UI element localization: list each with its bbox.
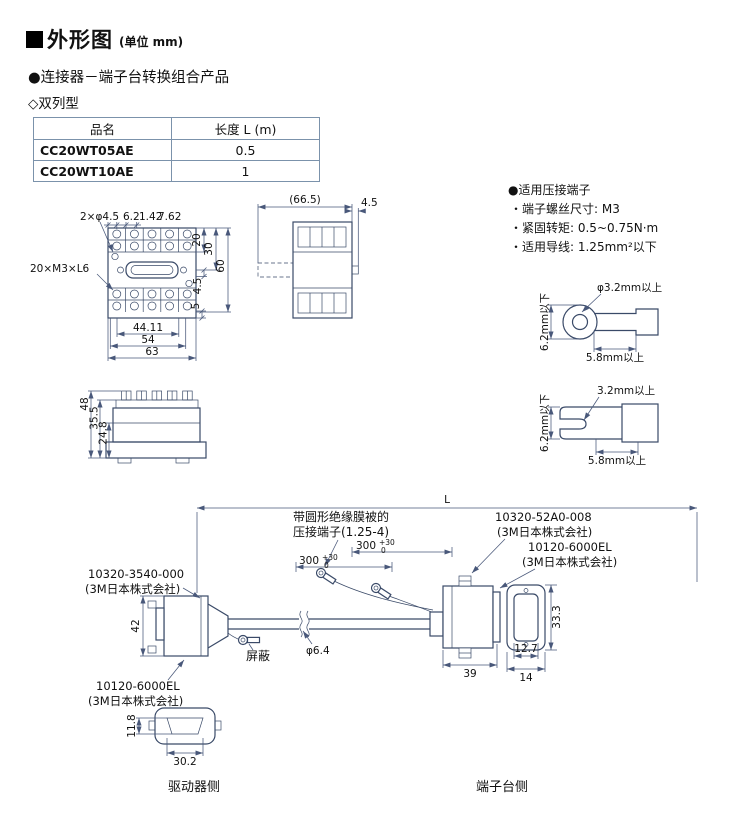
mounting-hole [185,279,193,288]
dim-6-2: 6.2 [123,211,140,223]
dsub-connector [125,261,179,279]
crimp-lead-note: 带圆形绝缘膜被的 [293,509,389,524]
dim-35-5: 35.5 [89,406,101,429]
driver-connector [147,595,229,657]
din-rail-base [105,441,207,459]
product-name: CC20WT10AE [33,160,172,182]
crimp-lead-note: 压接端子(1.25-4) [293,524,389,539]
shield-ring-lug [237,634,249,646]
dim-66-5: (66.5) [289,194,321,206]
ring-terminal-view: φ3.2mm以上 6.2mm以下 5.8mm以上 [539,282,662,364]
part-number-driver-connector: 10120-6000EL [96,679,180,693]
dim-24-8: 24.8 [98,421,110,444]
dim-5: 5 [190,303,202,310]
terminal-connector-face-view [506,584,546,651]
crimp-info-title: ●适用压接端子 [508,182,590,197]
page-title: 外形图 [47,28,113,52]
dim-mounting-holes: 2×φ4.5 [80,211,119,223]
dim-42: 42 [130,619,142,632]
dim-screws-label: 20×M3×L6 [30,263,90,275]
dim-54: 54 [141,334,155,346]
crimp-info-line: ・端子螺丝尺寸: M3 [510,202,620,216]
part-maker: (3M日本株式会社) [88,694,183,708]
driver-side-caption: 驱动器侧 [168,780,220,795]
dim-4-5: 4.5 [192,278,204,295]
dim-63: 63 [145,346,158,358]
mating-connector-phantom [257,262,294,278]
terminal-side-caption: 端子台侧 [476,780,528,795]
ring-lug [370,582,392,600]
product-length: 1 [171,160,320,182]
dim-4-5-side: 4.5 [361,197,378,209]
dim-12-7: 12.7 [514,643,537,655]
jack-screw [351,265,359,275]
table-row: CC20WT10AE 1 [33,160,320,182]
terminal-connector [429,575,501,659]
dim-20: 20 [191,233,203,246]
part-maker: (3M日本株式会社) [497,525,592,539]
front-view: 2×φ4.5 6.2 1.42 7.62 20 30 60 4.5 5 44.1… [30,211,231,361]
part-number-driver-shell: 10320-3540-000 [88,567,184,581]
dim-1-42: 1.42 [139,211,162,223]
dim-14: 14 [519,672,533,684]
dim-60: 60 [215,259,227,272]
dim-30-2: 30.2 [173,756,196,768]
dim-wire-length: 300 [299,555,319,567]
dim-7-62: 7.62 [158,211,181,223]
terminal-screws [112,229,192,311]
side-view: (66.5) 4.5 [257,194,378,319]
dim-fork-height: 6.2mm以下 [539,394,551,452]
dim-30: 30 [203,242,215,255]
dim-cable-diameter: φ6.4 [306,645,330,657]
dim-48: 48 [79,397,91,410]
section-marker-icon [26,30,43,48]
dim-tol-lower: 0 [381,546,386,555]
dim-33-3: 33.3 [551,605,563,628]
din-mount-view: 48 35.5 24.8 [79,390,207,464]
dim-44-11: 44.11 [133,322,163,334]
cable-assembly-view: L 带圆形绝缘膜被的 压接端子(1.25-4) 300 +30 0 300 +3… [85,494,698,795]
dim-ring-height: 6.2mm以下 [539,293,551,351]
product-subtitle: ●连接器－端子台转换组合产品 [28,70,230,86]
type-label: ◇双列型 [28,96,79,112]
ring-lug [315,567,337,585]
dim-tol-lower: 0 [324,561,329,570]
driver-connector-face-view [148,707,222,745]
crimp-info-line: ・适用导线: 1.25mm²以下 [510,240,657,254]
dim-tol-upper: +30 [322,553,338,562]
dim-11-8: 11.8 [126,714,138,737]
shield-label: 屏蔽 [246,649,270,663]
part-number-terminal-shell: 10320-52A0-008 [495,510,592,524]
dim-ring-hole: φ3.2mm以上 [597,282,662,294]
section-header: 外形图 (单位 mm) [26,24,183,54]
part-number-terminal-connector: 10120-6000EL [528,540,612,554]
unit-note: (单位 mm) [119,35,184,49]
crimp-info-line: ・紧固转矩: 0.5~0.75N·m [510,220,658,235]
dim-ring-width: 5.8mm以上 [586,352,644,364]
fork-terminal-view: 3.2mm以上 6.2mm以下 5.8mm以上 [539,385,659,467]
dim-cable-length: L [444,494,450,506]
dim-wire-length: 300 [356,540,376,552]
mounting-hole [111,252,119,261]
product-table: 品名 长度 L (m) CC20WT05AE 0.5 CC20WT10AE 1 [33,117,320,182]
dim-tol-upper: +30 [379,538,395,547]
dim-fork-width: 5.8mm以上 [588,455,646,467]
part-maker: (3M日本株式会社) [85,582,180,596]
dim-39: 39 [463,668,476,680]
crimp-terminal-info: ●适用压接端子 ・端子螺丝尺寸: M3 ・紧固转矩: 0.5~0.75N·m ・… [508,182,658,254]
part-maker: (3M日本株式会社) [522,555,617,569]
dim-fork-slot: 3.2mm以上 [597,385,655,397]
